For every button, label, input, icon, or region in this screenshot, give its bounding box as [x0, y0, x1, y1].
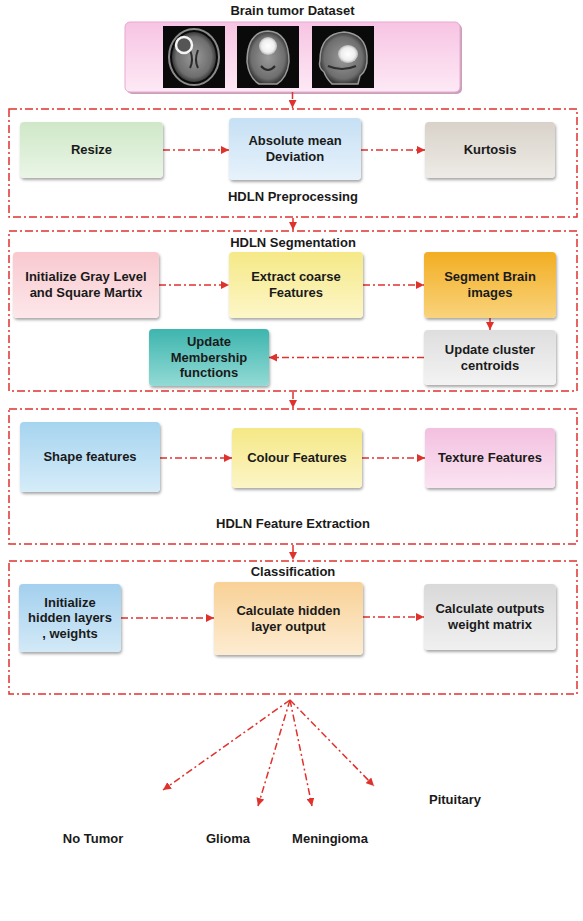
flow-arrow: [292, 92, 294, 108]
box-label: Texture Features: [438, 450, 542, 466]
box-label: Kurtosis: [464, 142, 517, 158]
class-label: No Tumor: [63, 831, 123, 846]
class-arrows: [163, 700, 374, 806]
process-box: Initialize hidden layers , weights: [19, 584, 121, 652]
flow-arrow: [160, 457, 232, 459]
mri-axial: [163, 26, 225, 88]
group-heading: HDLN Feature Extraction: [8, 516, 578, 532]
box-label: Shape features: [43, 449, 136, 465]
class-arrow: [290, 700, 312, 806]
class-arrow: [163, 700, 290, 790]
mri-coronal: [237, 26, 299, 88]
stage-group: HDLN Preprocessing Resize Absolute mean De…: [8, 108, 578, 218]
process-box: Segment Brain images: [424, 252, 556, 318]
box-label: Calculate hidden layer output: [220, 603, 357, 634]
process-box: Resize: [20, 122, 163, 178]
process-box: Initialize Gray Level and Square Martix: [13, 252, 159, 318]
process-box: Kurtosis: [425, 122, 555, 178]
mri-sagittal: [312, 26, 374, 88]
group-heading: HDLN Segmentation: [8, 235, 578, 251]
dataset-panel: [125, 22, 460, 92]
flow-arrow: [362, 457, 425, 459]
process-box: Update cluster centroids: [424, 330, 556, 385]
process-box: Shape features: [20, 422, 160, 492]
box-label: Calculate outputs weight matrix: [430, 601, 550, 632]
process-box: Colour Features: [232, 428, 362, 488]
box-label: Initialize hidden layers , weights: [25, 595, 115, 642]
process-box: Texture Features: [425, 428, 555, 488]
class-label: Glioma: [206, 831, 250, 846]
box-label: Resize: [71, 142, 112, 158]
flow-arrow: [489, 318, 491, 330]
box-label: Update Membership functions: [155, 334, 263, 381]
class-label: Meningioma: [292, 831, 368, 846]
panel-heading: Brain tumor Dataset: [125, 3, 460, 19]
class-label: Pituitary: [429, 792, 481, 807]
flow-arrow: [361, 149, 425, 151]
flow-arrow: [363, 616, 424, 618]
process-box: Update Membership functions: [149, 329, 269, 386]
dataset-panel: Brain tumor Dataset: [125, 22, 460, 92]
box-label: Colour Features: [247, 450, 347, 466]
flow-arrow: [292, 392, 294, 408]
flow-arrow: [363, 284, 424, 286]
group-border: [9, 561, 577, 694]
flow-arrow: [163, 149, 229, 151]
process-box: Extract coarse Features: [229, 252, 363, 318]
class-arrow: [290, 700, 374, 786]
box-label: Extract coarse Features: [235, 269, 357, 300]
flow-arrow: [159, 284, 229, 286]
group-border: [9, 109, 577, 217]
flow-arrow: [292, 545, 294, 560]
process-box: Calculate hidden layer output: [214, 582, 363, 655]
group-heading: HDLN Preprocessing: [8, 189, 578, 205]
flow-arrow: [269, 357, 424, 359]
group-border: [9, 231, 577, 391]
stage-group: HDLN Feature Extraction Shape features Col…: [8, 408, 578, 545]
box-label: Update cluster centroids: [430, 342, 550, 373]
process-box: Calculate outputs weight matrix: [424, 584, 556, 650]
box-label: Absolute mean Deviation: [235, 133, 355, 164]
process-box: Absolute mean Deviation: [229, 118, 361, 180]
group-border: [9, 409, 577, 544]
box-label: Segment Brain images: [430, 269, 550, 300]
box-label: Initialize Gray Level and Square Martix: [19, 269, 153, 300]
flow-arrow: [121, 617, 214, 619]
class-arrow: [258, 700, 290, 806]
stage-group: ClassificationInitialize hidden layers ,…: [8, 560, 578, 695]
flow-arrow: [292, 218, 294, 230]
stage-group: HDLN SegmentationInitialize Gray Level a…: [8, 230, 578, 392]
group-heading: Classification: [8, 564, 578, 580]
